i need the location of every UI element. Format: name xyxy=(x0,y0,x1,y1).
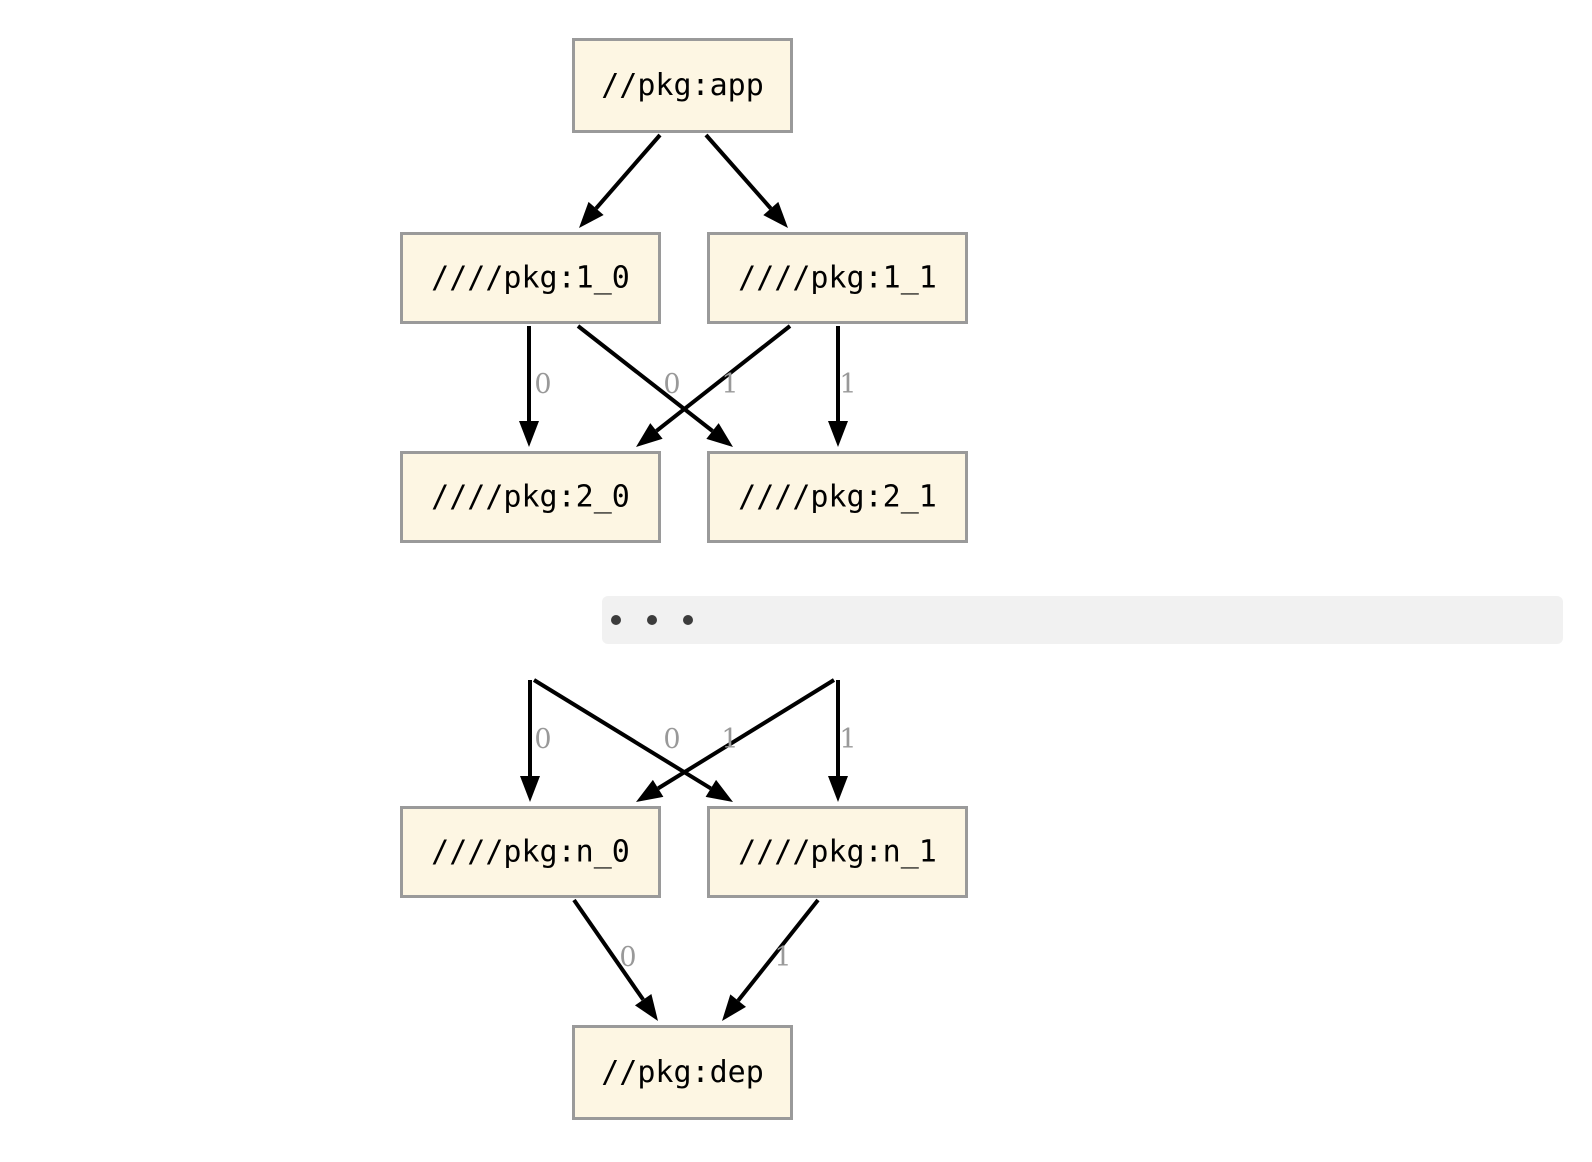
graph-edge-arrowhead xyxy=(705,779,733,802)
node-label: ////pkg:1_0 xyxy=(431,261,630,296)
graph-edge-arrowhead xyxy=(636,423,663,447)
edge-label: 0 xyxy=(663,724,680,755)
node-box[interactable] xyxy=(400,806,661,898)
ellipsis-layer xyxy=(602,596,1563,644)
graph-edge xyxy=(572,898,645,1001)
graph-edge-arrowhead xyxy=(763,201,788,228)
truncation-dot-2 xyxy=(683,615,693,625)
graph-edge-arrowhead xyxy=(722,994,746,1021)
graph-node-l1_0[interactable]: ////pkg:1_0 xyxy=(400,232,661,324)
graph-node-l1_1[interactable]: ////pkg:1_1 xyxy=(707,232,968,324)
edge-label: 1 xyxy=(721,369,738,400)
edge-label: 1 xyxy=(839,724,856,755)
graph-node-l2_1[interactable]: ////pkg:2_1 xyxy=(707,451,968,543)
graph-node-app[interactable]: //pkg:app xyxy=(572,38,793,133)
graph-edge-arrowhead xyxy=(579,201,604,228)
graph-edge-arrowhead xyxy=(634,993,658,1021)
node-label: ////pkg:2_1 xyxy=(738,480,937,515)
node-label: ////pkg:n_1 xyxy=(738,835,937,870)
node-label: ////pkg:n_0 xyxy=(431,835,630,870)
node-box[interactable] xyxy=(400,232,661,324)
graph-node-ln_0[interactable]: ////pkg:n_0 xyxy=(400,806,661,898)
graph-node-ln_1[interactable]: ////pkg:n_1 xyxy=(707,806,968,898)
nodes-layer: //pkg:app ////pkg:1_0 ////pkg:1_1 ////pkg:2… xyxy=(400,38,968,1120)
edge-label: 1 xyxy=(839,369,856,400)
truncation-band xyxy=(602,596,1563,644)
node-box[interactable] xyxy=(400,451,661,543)
graph-edge xyxy=(576,324,714,433)
node-box[interactable] xyxy=(707,451,968,543)
node-box[interactable] xyxy=(572,38,793,133)
graph-edge xyxy=(657,678,836,791)
graph-edge-arrowhead xyxy=(636,779,664,802)
edge-label: 0 xyxy=(619,942,636,973)
truncation-dot-1 xyxy=(647,615,657,625)
graph-edge xyxy=(655,324,792,433)
edge-label: 0 xyxy=(534,369,551,400)
graph-edge xyxy=(532,678,712,791)
node-box[interactable] xyxy=(707,806,968,898)
truncation-dot-0 xyxy=(611,615,621,625)
node-box[interactable] xyxy=(572,1025,793,1120)
graph-edge-arrowhead xyxy=(520,776,540,802)
edge-label: 0 xyxy=(663,369,680,400)
edge-label: 0 xyxy=(534,724,551,755)
edge-labels-layer: 0 0 1 1 0 0 1 1 0 1 xyxy=(534,369,856,973)
graph-edge-arrowhead xyxy=(519,421,539,447)
node-label: //pkg:dep xyxy=(601,1055,764,1090)
graph-edge xyxy=(594,133,662,210)
graph-edge-arrowhead xyxy=(706,423,733,447)
graph-node-dep[interactable]: //pkg:dep xyxy=(572,1025,793,1120)
graph-edge-arrowhead xyxy=(828,776,848,802)
edge-label: 1 xyxy=(774,942,791,973)
graph-edge-arrowhead xyxy=(828,421,848,447)
edge-label: 1 xyxy=(721,724,738,755)
graph-edge xyxy=(736,898,820,1002)
node-label: ////pkg:1_1 xyxy=(738,261,937,296)
node-label: //pkg:app xyxy=(601,68,764,103)
node-label: ////pkg:2_0 xyxy=(431,480,630,515)
edges-layer xyxy=(519,133,848,1021)
graph-edge xyxy=(704,133,773,210)
graph-node-l2_0[interactable]: ////pkg:2_0 xyxy=(400,451,661,543)
node-box[interactable] xyxy=(707,232,968,324)
